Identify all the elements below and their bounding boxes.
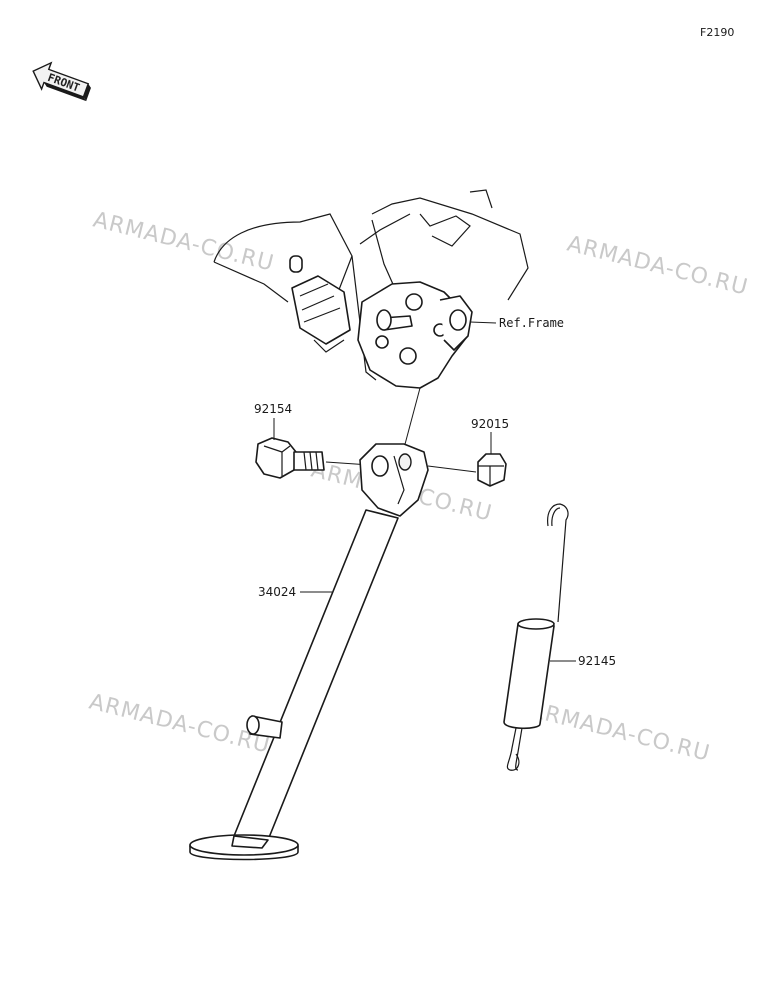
frame-to-stand-line xyxy=(403,387,421,449)
watermark-4: ARMADA-CO.RU xyxy=(87,690,273,759)
diagram-id: F2190 xyxy=(700,26,734,39)
ref-frame-label: Ref.Frame xyxy=(499,316,564,330)
ref-frame-leader xyxy=(469,321,497,324)
nut-part-number: 92015 xyxy=(471,417,509,431)
front-arrow-icon: FRONT xyxy=(32,61,91,102)
nut-92015 xyxy=(477,453,507,487)
stand-part-number: 34024 xyxy=(258,585,296,599)
watermark-2: ARMADA-CO.RU xyxy=(565,232,751,301)
spring-part-number: 92145 xyxy=(578,654,616,668)
bolt-part-number: 92154 xyxy=(254,402,292,416)
nut-axis-line xyxy=(427,465,477,473)
spring-92145 xyxy=(503,503,569,771)
watermark-1: ARMADA-CO.RU xyxy=(91,208,277,277)
watermark-5: ARMADA-CO.RU xyxy=(527,698,713,767)
side-stand-34024 xyxy=(189,443,429,861)
bolt-92154 xyxy=(255,437,325,479)
frame-section xyxy=(213,189,529,389)
